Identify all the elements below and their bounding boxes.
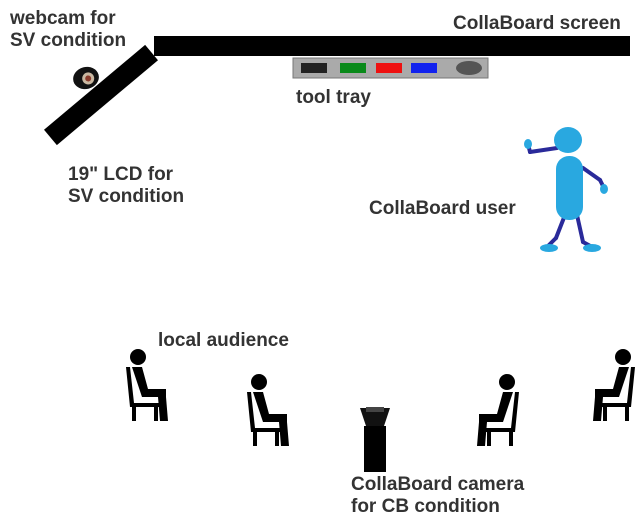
camera-icon	[360, 407, 390, 472]
seated-person-icon	[477, 374, 519, 446]
tool-tray	[292, 57, 489, 79]
black-marker-icon	[301, 63, 327, 73]
camera-label: CollaBoard camera for CB condition	[351, 474, 524, 517]
collaboard-screen	[154, 36, 630, 56]
stick-figure-icon	[524, 127, 608, 252]
screen-label: CollaBoard screen	[453, 13, 621, 34]
red-marker-icon	[376, 63, 402, 73]
seated-person-icon	[593, 349, 635, 421]
tool-tray-label: tool tray	[296, 87, 371, 108]
webcam-icon	[73, 66, 99, 90]
lcd-monitor	[44, 44, 158, 146]
lcd-label-line1: 19" LCD for	[68, 164, 174, 185]
webcam-label-line1: webcam for	[10, 8, 116, 29]
seated-person-icon	[247, 374, 289, 446]
eraser-icon	[456, 61, 482, 75]
seated-person-icon	[126, 349, 168, 421]
camera-label-line2: for CB condition	[351, 496, 500, 517]
green-marker-icon	[340, 63, 366, 73]
camera-label-line1: CollaBoard camera	[351, 474, 525, 495]
lcd-label: 19" LCD for SV condition	[68, 164, 184, 208]
webcam-label-line2: SV condition	[10, 30, 127, 51]
lcd-label-line2: SV condition	[68, 186, 185, 207]
blue-marker-icon	[411, 63, 437, 73]
user-label: CollaBoard user	[369, 198, 516, 219]
audience-label: local audience	[158, 330, 289, 351]
webcam-label: webcam for SV condition	[10, 8, 126, 52]
